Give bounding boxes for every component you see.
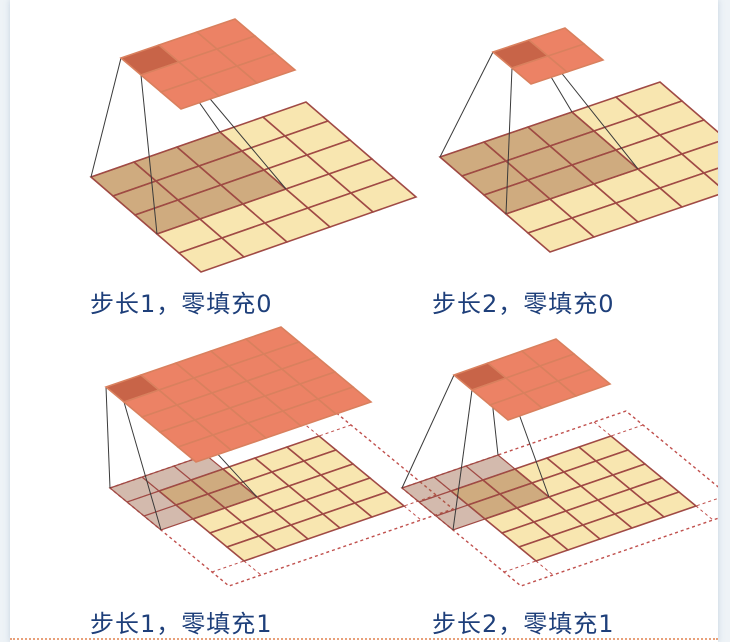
bottom-dotted-border	[10, 638, 718, 640]
panel3-input-cell	[353, 491, 406, 518]
panel4-padding-outline	[400, 410, 718, 587]
panel1-rf-line	[133, 161, 201, 220]
panel1-rf-line	[134, 169, 265, 216]
panel4-rf-line	[418, 468, 516, 503]
panel3-rf-line	[143, 482, 241, 517]
panel2-projection-line	[439, 51, 494, 158]
panel1-output-cell	[235, 52, 297, 84]
panel1-projection-line	[140, 74, 158, 235]
panel2-input-cell	[680, 140, 718, 174]
panel4-projection-line	[452, 389, 473, 531]
panel4-rf-line	[435, 482, 533, 517]
panel3-rf-line	[126, 468, 224, 503]
panel3-output-cell	[316, 386, 373, 415]
panel2-rf-line	[483, 141, 551, 200]
caption-stride1-pad0: 步长1，零填充0	[90, 290, 273, 318]
figure-canvas: 步长1，零填充0 步长2，零填充0 步长1，零填充1 步长2，零填充1	[10, 0, 718, 642]
panel2-input-cell	[658, 119, 718, 155]
panel4-projection-line	[401, 374, 455, 489]
panel3-rf-line	[141, 476, 194, 520]
caption-stride1-pad1: 步长1，零填充1	[90, 610, 273, 638]
panel2-output-cell	[546, 43, 605, 73]
panel1-input-cell	[349, 177, 418, 213]
panel1-rf-line	[112, 150, 243, 197]
panel2-projection-line	[505, 67, 513, 215]
panel3-projection-line	[123, 401, 162, 531]
panel3-projection-line	[105, 386, 111, 489]
panel4-input-cell	[645, 491, 698, 518]
panel2-rf-line	[483, 149, 617, 196]
panel2-projection-line	[547, 55, 639, 170]
convolution-diagram	[89, 18, 718, 587]
panel1-projection-line	[90, 57, 122, 178]
panel2-input-cell	[658, 172, 718, 208]
panel1-rf-line	[176, 146, 244, 205]
panel4-rf-line	[433, 476, 486, 520]
caption-stride2-pad0: 步长2，零填充0	[432, 290, 615, 318]
caption-stride2-pad1: 步长2，零填充1	[432, 610, 615, 638]
panel2-input-cell	[702, 167, 718, 187]
panel4-rf-line	[465, 465, 518, 509]
panel3-rf-line	[173, 465, 226, 509]
panel2-rf-line	[461, 130, 595, 177]
panel4-output-cell	[556, 368, 612, 397]
panel2-rf-line	[527, 126, 595, 185]
